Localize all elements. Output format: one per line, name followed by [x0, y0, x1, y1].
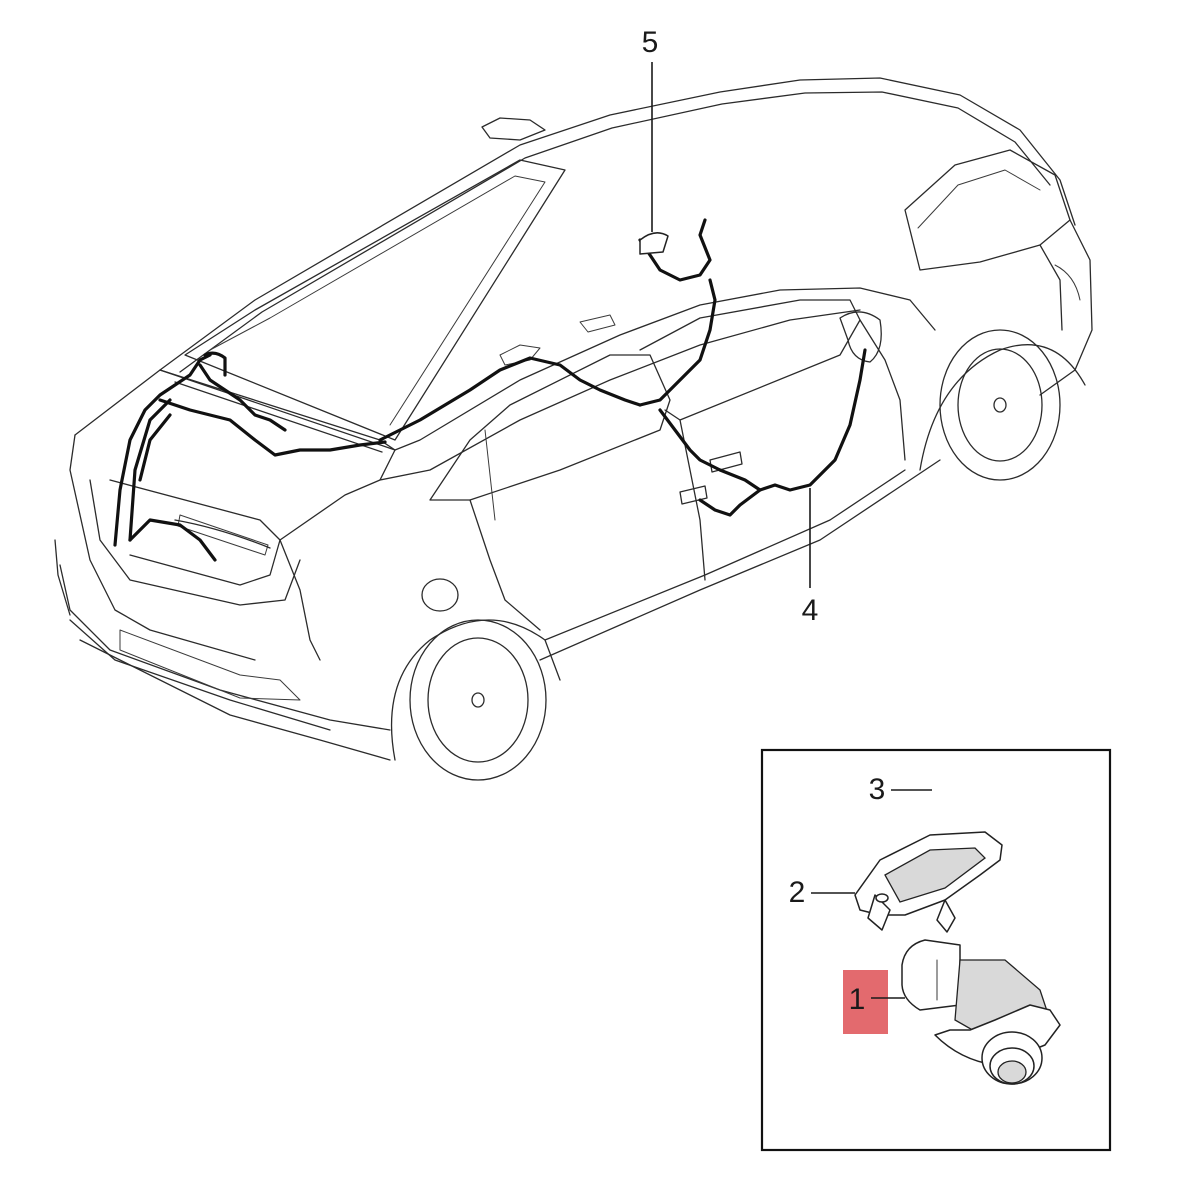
callout-label-5: 5	[642, 26, 659, 59]
camera-part	[901, 939, 1061, 1085]
bracket-part	[854, 831, 1003, 933]
detail-inset: 3 2 1	[760, 748, 1112, 1152]
callout-label-1: 1	[849, 983, 866, 1016]
callout-label-4: 4	[802, 594, 819, 627]
callout-label-3: 3	[869, 773, 886, 806]
callout-highlight-1	[843, 970, 888, 1034]
car-illustration	[54, 77, 1093, 781]
wiring-harness	[113, 218, 867, 562]
callout-5: 5	[642, 26, 659, 232]
callout-label-2: 2	[789, 876, 806, 909]
callout-4: 4	[802, 488, 819, 627]
